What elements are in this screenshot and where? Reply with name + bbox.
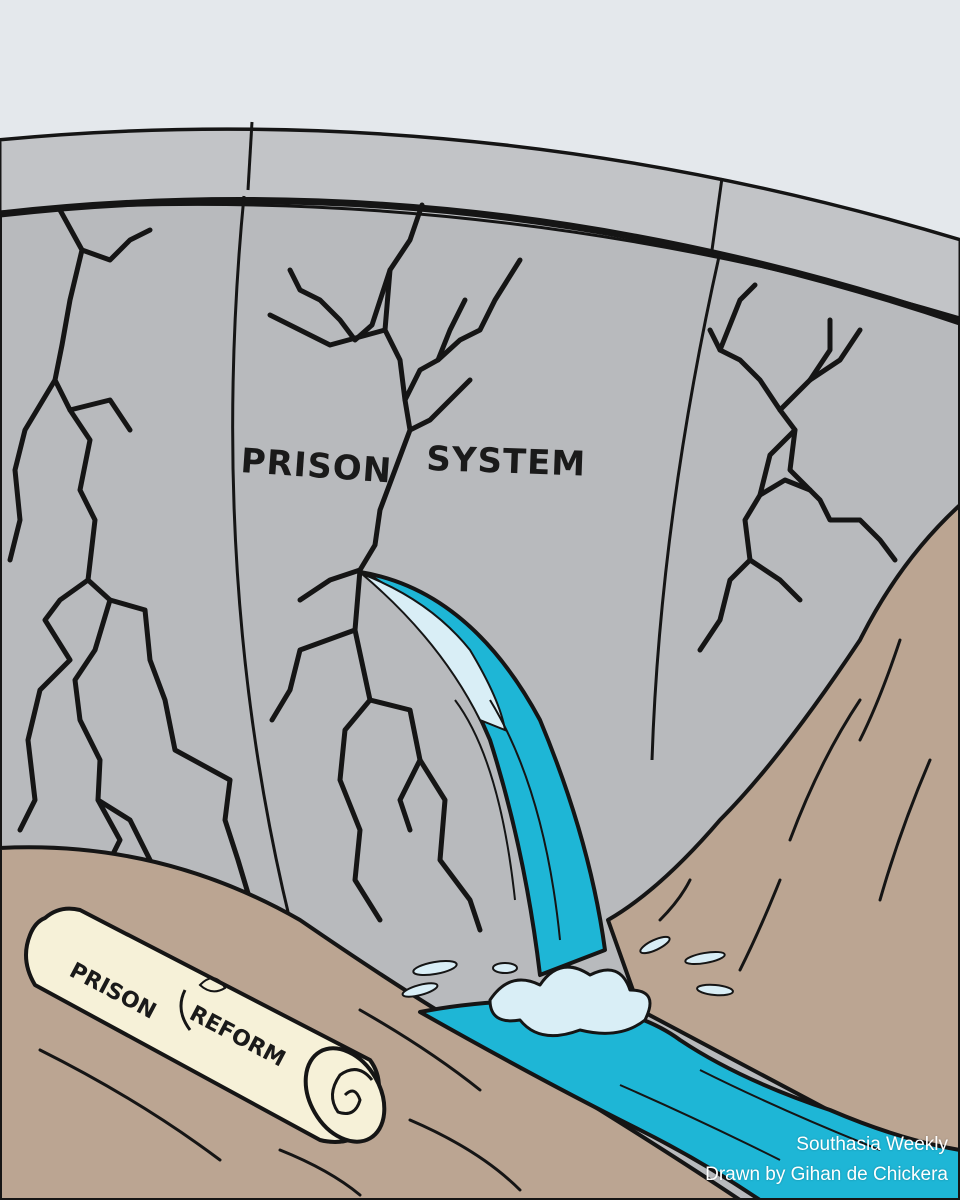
credit-artist: Drawn by Gihan de Chickera: [705, 1164, 948, 1185]
credit-publisher: Southasia Weekly: [796, 1134, 948, 1155]
dam-label-system: SYSTEM: [426, 439, 587, 485]
prison-reform-scroll: PRISON REFORM: [24, 906, 387, 1144]
water: [358, 570, 960, 1200]
water-splash: [488, 965, 652, 1038]
right-riverbank: [606, 503, 960, 1182]
dam-cracks: [7, 202, 898, 933]
